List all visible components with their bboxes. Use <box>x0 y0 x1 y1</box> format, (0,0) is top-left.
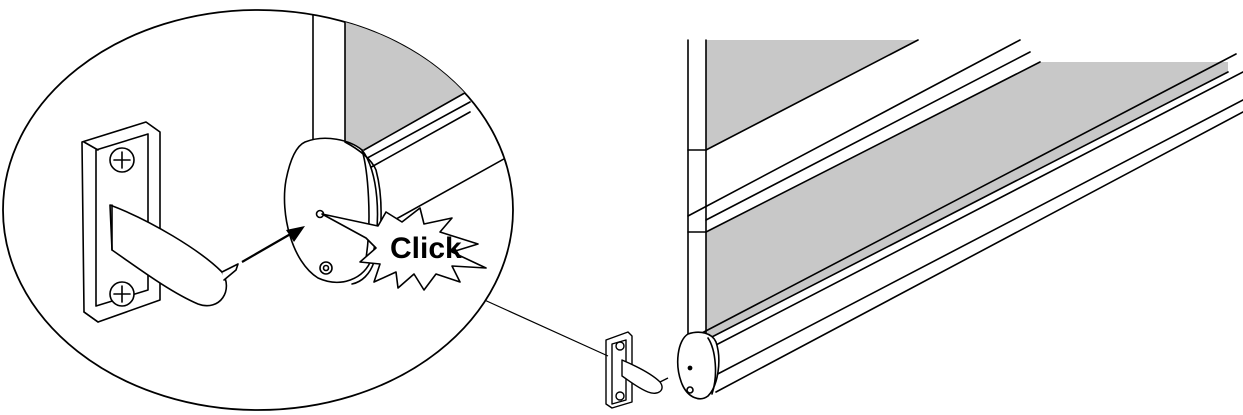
blind-fabric-middle <box>706 62 1228 340</box>
callout-connector-line <box>479 297 609 357</box>
arrow-right-icon <box>241 226 305 263</box>
end-cap <box>676 331 720 400</box>
phillips-screw-icon <box>615 391 625 401</box>
bracket-large <box>81 121 239 323</box>
click-burst <box>321 207 487 291</box>
phillips-screw-icon <box>109 281 135 307</box>
bracket-small <box>605 331 669 409</box>
click-label: Click <box>390 232 462 265</box>
click-callout: Click <box>321 207 487 291</box>
phillips-screw-icon <box>615 341 625 351</box>
phillips-screw-icon <box>109 147 135 173</box>
roller-blind <box>676 39 1243 400</box>
